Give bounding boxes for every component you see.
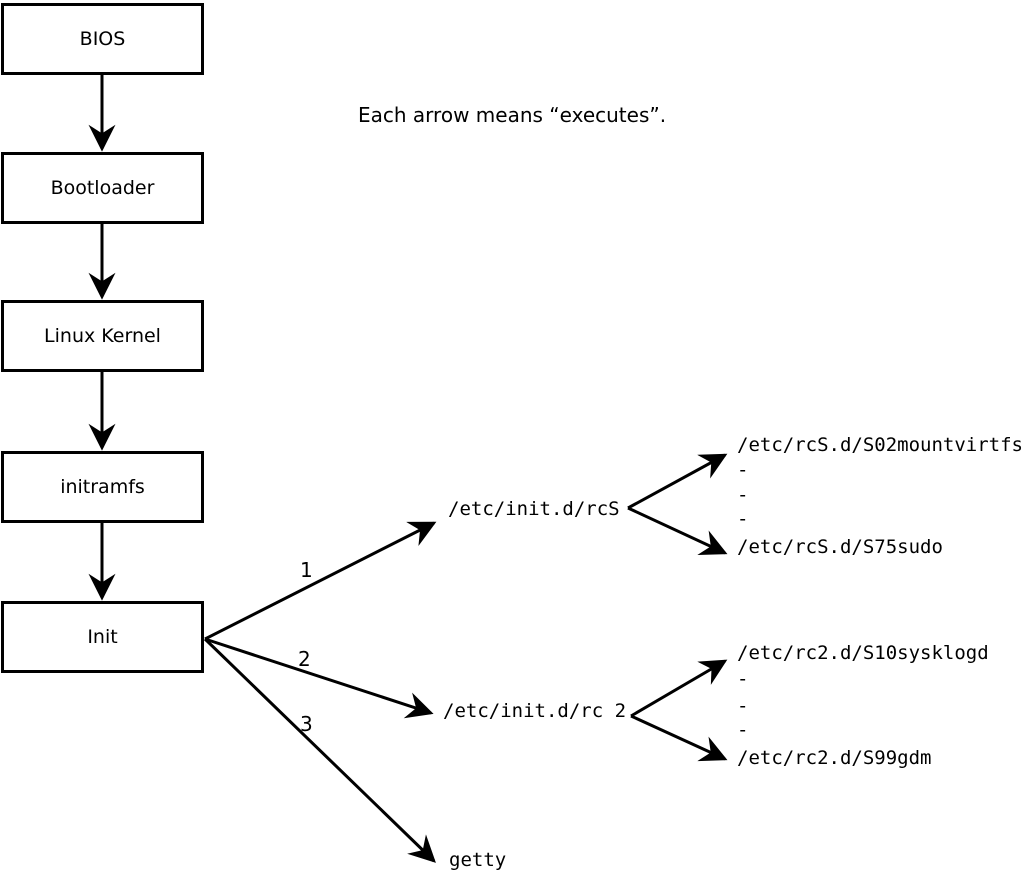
label-rcs-dash-1: -	[737, 459, 749, 481]
arrow-init-to-rc2	[204, 637, 434, 719]
arrow-rcs-to-first-script	[627, 453, 728, 510]
arrow-number-2: 2	[298, 647, 311, 671]
label-rcs-script-last: /etc/rcS.d/S75sudo	[737, 536, 943, 558]
label-rcs-dash-3: -	[737, 508, 749, 530]
box-initramfs: initramfs	[1, 451, 204, 523]
box-init: Init	[1, 601, 204, 673]
label-rcs-dash-2: -	[737, 484, 749, 506]
box-linux-kernel: Linux Kernel	[1, 300, 204, 372]
label-init-d-rc2: /etc/init.d/rc 2	[443, 700, 627, 722]
label-rc2-dash-2: -	[737, 695, 749, 717]
box-bios: BIOS	[1, 3, 204, 75]
label-rc2-dash-1: -	[737, 668, 749, 690]
label-rc2-script-last: /etc/rc2.d/S99gdm	[737, 747, 932, 769]
arrow-init-to-getty	[203, 637, 436, 863]
label-init-d-rcs: /etc/init.d/rcS	[448, 498, 620, 520]
arrow-number-1: 1	[300, 558, 313, 582]
legend-note: Each arrow means “executes”.	[358, 103, 667, 127]
label-rc2-dash-3: -	[737, 719, 749, 741]
label-rc2-script-first: /etc/rc2.d/S10sysklogd	[737, 642, 989, 664]
arrow-number-3: 3	[300, 712, 313, 736]
arrow-rc2-to-first-script	[630, 659, 728, 718]
box-bootloader: Bootloader	[1, 152, 204, 224]
label-getty: getty	[449, 849, 507, 871]
arrow-rc2-to-last-script	[630, 714, 728, 762]
arrow-rcs-to-last-script	[627, 506, 728, 556]
label-rcs-script-first: /etc/rcS.d/S02mountvirtfs	[737, 434, 1023, 456]
arrow-init-to-rcs	[204, 521, 437, 641]
